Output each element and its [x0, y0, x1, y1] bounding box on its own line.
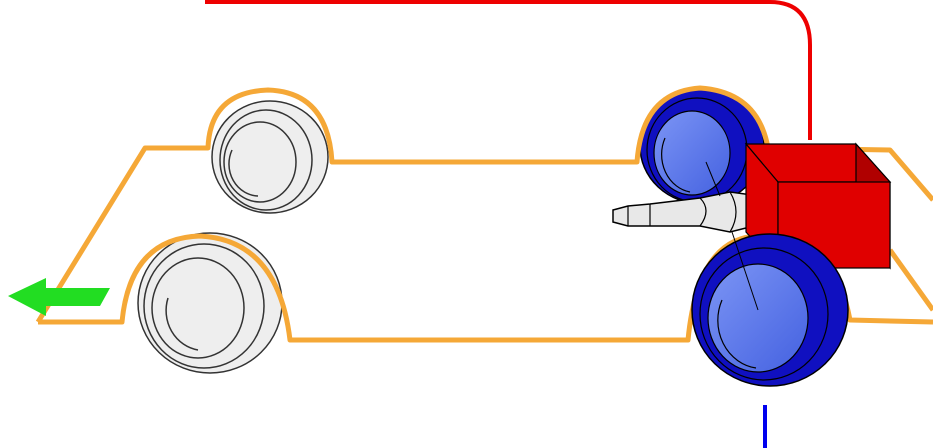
wheel-front-right	[691, 231, 849, 387]
chassis-right	[887, 248, 933, 312]
red-line	[205, 0, 812, 140]
chassis	[35, 85, 933, 324]
wheel-rear-left	[211, 100, 329, 214]
wheel-rear-right	[137, 232, 283, 374]
direction-arrow-icon	[8, 278, 110, 316]
